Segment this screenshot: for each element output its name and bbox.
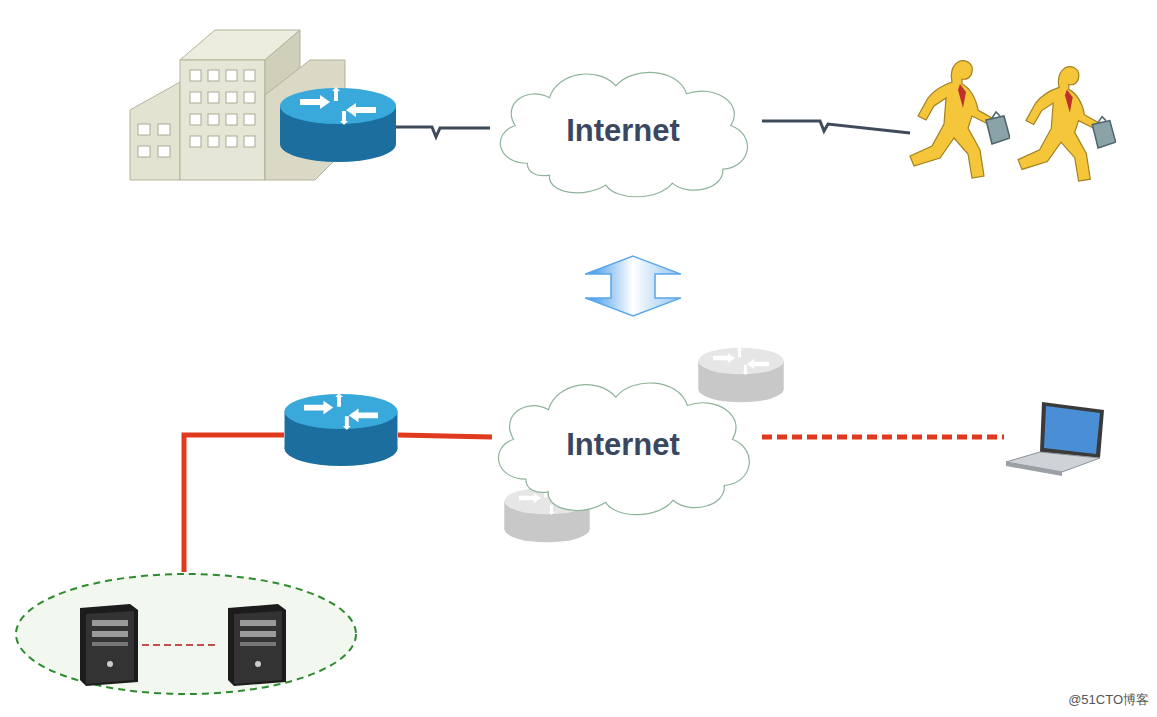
block-arrow: [585, 256, 681, 316]
cloud-label: Internet: [566, 113, 680, 149]
mobile-user: [910, 61, 1010, 178]
router-icon: [285, 393, 398, 466]
server-icon: [228, 604, 286, 686]
internet-router: [698, 347, 783, 402]
mobile-user: [1018, 67, 1116, 181]
lan-zone: [16, 574, 356, 694]
wan-link: [762, 121, 910, 133]
vpn-tunnel: [398, 435, 492, 437]
cloud-label: Internet: [566, 427, 680, 463]
vpn-tunnel: [184, 435, 284, 572]
vpn-tunnel-dashed: [762, 435, 1004, 440]
cloud-node: Internet: [487, 64, 759, 198]
lan-link: [142, 644, 218, 646]
server-icon: [80, 604, 138, 686]
watermark: @51CTO博客: [1068, 691, 1149, 709]
laptop-icon: [1006, 402, 1104, 476]
cloud-node: Internet: [485, 374, 761, 516]
router-icon: [280, 87, 396, 162]
wan-link: [395, 127, 490, 137]
